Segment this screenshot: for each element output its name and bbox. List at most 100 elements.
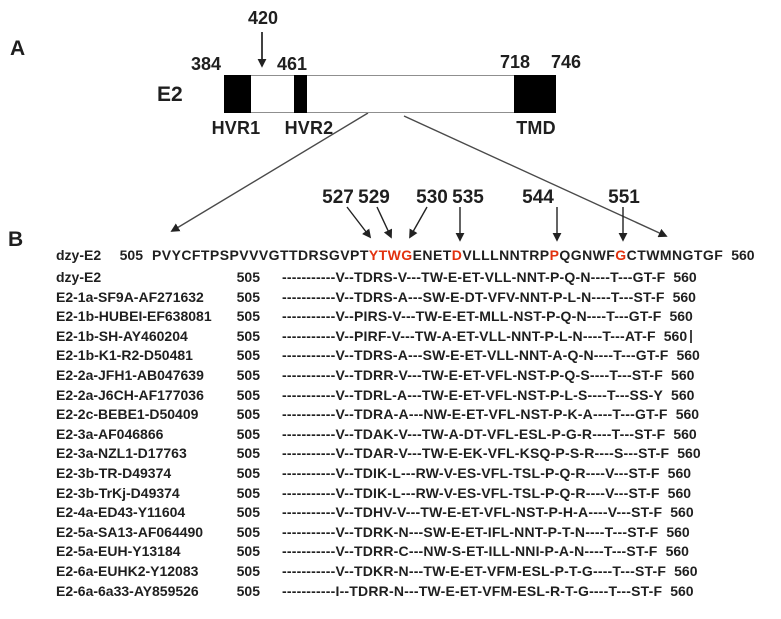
strain-name: E2-5a-EUH-Y13184: [56, 543, 181, 560]
row-sequence: -----------V--TDRS-V---TW-E-ET-VLL-NNT-P…: [282, 270, 697, 284]
row-seq-text: -----------V--PIRS-V---TW-E-ET-MLL-NST-P…: [282, 308, 662, 325]
stray-mark: [690, 329, 692, 343]
row-sequence: -----------V--TDRR-V---TW-E-ET-VFL-NST-P…: [282, 368, 694, 382]
row-start-number: 505: [236, 366, 260, 383]
position-label-420: 420: [247, 8, 279, 28]
hvr2-domain-box: [294, 75, 307, 113]
row-seq-text: -----------V--TDRL-A---TW-E-ET-VFL-NST-P…: [282, 386, 664, 403]
seq-segment-highlight-535: D: [451, 247, 463, 263]
row-start-number: 505: [236, 484, 260, 501]
row-seq-text: -----------V--TDRS-V---TW-E-ET-VLL-NNT-P…: [282, 269, 666, 285]
hvr1-label: HVR1: [211, 118, 261, 138]
row-seq-text: -----------V--TDAK-V---TW-A-DT-VFL-ESL-P…: [282, 425, 666, 442]
strain-name: E2-5a-SA13-AF064490: [56, 523, 204, 540]
row-end-number: 560: [676, 347, 700, 364]
alignment-row: E2-3a-NZL1-D17763 505 -----------V--TDAR-V…: [0, 444, 781, 464]
strain-name: E2-1b-SH-AY460204: [56, 327, 188, 344]
row-start-number: 505: [236, 562, 260, 579]
row-sequence: -----------V--TDKR-N---TW-E-ET-VFM-ESL-P…: [282, 564, 697, 578]
tmd-domain-box: [514, 75, 556, 113]
seq-segment: ENET: [412, 247, 452, 263]
row-start-number: 505: [236, 386, 260, 403]
row-end-number: 560: [677, 445, 701, 462]
row-seq-text: -----------V--TDRS-A---SW-E-ET-VLL-NNT-A…: [282, 347, 669, 364]
row-end-number: 560: [673, 425, 697, 442]
row-start-number: 505: [236, 327, 260, 344]
row-start-number: 505: [236, 543, 260, 560]
position-label-718: 718: [500, 52, 531, 72]
e2-protein-bar: [224, 75, 556, 113]
row-end-number: 560: [672, 288, 696, 305]
reference-name: dzy-E2: [56, 247, 102, 263]
row-start-number: 505: [236, 406, 260, 423]
row-sequence: -----------V--TDRS-A---SW-E-ET-VLL-NNT-A…: [282, 348, 700, 362]
seq-segment: VLLLNNTRP: [462, 247, 550, 263]
row-end-number: 560: [673, 269, 697, 285]
strain-name: E2-6a-6a33-AY859526: [56, 582, 199, 599]
arrow-529: [376, 206, 393, 239]
row-seq-text: -----------V--TDIK-L---RW-V-ES-VFL-TSL-P…: [282, 484, 660, 501]
row-end-number: 560: [667, 464, 692, 481]
row-seq-text: -----------V--TDIK-L---RW-V-ES-VFL-TSL-P…: [282, 464, 660, 481]
row-sequence: -----------V--TDRR-C---NW-S-ET-ILL-NNI-P…: [282, 544, 689, 558]
row-end-number: 560: [666, 523, 690, 540]
reference-sequence: PVYCFTPSPVVVGTTDRSGVPTYTWGENETDVLLLNNTRP…: [152, 248, 755, 262]
reference-end-number: 560: [731, 247, 755, 263]
residue-label-527: 527: [322, 187, 354, 208]
row-end-number: 560: [663, 327, 688, 344]
strain-name: E2-3a-NZL1-D17763: [56, 445, 187, 462]
row-start-number: 505: [236, 523, 260, 540]
position-label-746: 746: [551, 52, 582, 72]
row-start-number: 505: [236, 308, 260, 325]
row-seq-text: -----------V--TDRR-V---TW-E-ET-VFL-NST-P…: [282, 366, 664, 383]
row-start-number: 505: [236, 269, 260, 285]
row-start-number: 505: [236, 504, 260, 521]
row-end-number: 560: [670, 582, 694, 599]
arrow-527: [346, 206, 372, 239]
row-end-number: 560: [675, 406, 700, 423]
strain-name: E2-3b-TR-D49374: [56, 464, 172, 481]
strain-name: E2-2c-BEBE1-D50409: [56, 406, 199, 423]
position-label-461: 461: [277, 54, 308, 74]
strain-name: E2-4a-ED43-Y11604: [56, 504, 186, 521]
zoom-line-left: [170, 112, 369, 232]
row-sequence: -----------V--TDRL-A---TW-E-ET-VFL-NST-P…: [282, 388, 694, 402]
residue-label-530: 530: [416, 187, 448, 208]
row-end-number: 560: [665, 543, 689, 560]
row-seq-text: -----------V--TDAR-V---TW-E-EK-VFL-KSQ-P…: [282, 445, 670, 462]
alignment-row: E2-6a-6a33-AY859526 505 -----------I--TDRR…: [0, 582, 781, 602]
row-start-number: 505: [236, 425, 260, 442]
alignment-row: E2-1b-SH-AY460204 505 -----------V--PIRF-V…: [0, 327, 781, 347]
strain-name: E2-2a-JFH1-AB047639: [56, 366, 204, 383]
row-sequence: -----------I--TDRR-N---TW-E-ET-VFM-ESL-R…: [282, 584, 694, 598]
row-start-number: 505: [236, 445, 260, 462]
residue-label-551: 551: [608, 187, 640, 208]
seq-segment: CTWMNGTGF: [626, 247, 724, 263]
residue-label-535: 535: [452, 187, 484, 208]
row-sequence: -----------V--PIRF-V---TW-A-ET-VLL-NNT-P…: [282, 329, 692, 343]
arrow-530: [409, 206, 428, 239]
row-sequence: -----------V--TDRS-A---SW-E-DT-VFV-NNT-P…: [282, 290, 696, 304]
row-sequence: -----------V--TDIK-L---RW-V-ES-VFL-TSL-P…: [282, 466, 691, 480]
row-end-number: 560: [669, 308, 693, 325]
strain-name: E2-1a-SF9A-AF271632: [56, 288, 204, 305]
tmd-label: TMD: [516, 118, 556, 138]
row-sequence: -----------V--TDAK-V---TW-A-DT-VFL-ESL-P…: [282, 427, 697, 441]
row-sequence: -----------V--TDIK-L---RW-V-ES-VFL-TSL-P…: [282, 486, 691, 500]
row-start-number: 505: [236, 582, 260, 599]
seq-segment: QGNWF: [559, 247, 616, 263]
alignment-row: E2-2a-JFH1-AB047639 505 -----------V--TDRR…: [0, 366, 781, 386]
